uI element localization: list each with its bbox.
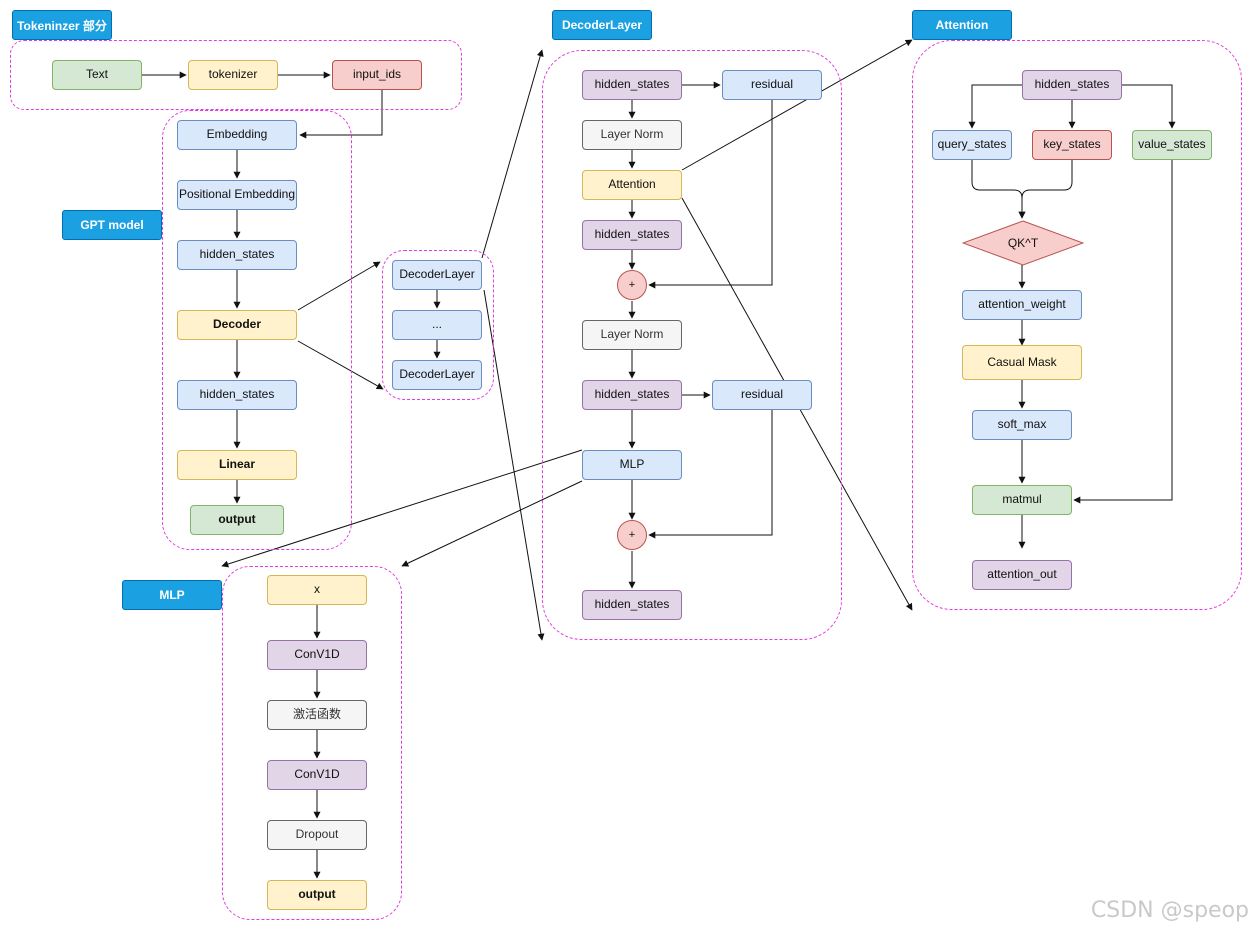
- node-mlp-conv1d-2: ConV1D: [267, 760, 367, 790]
- node-at-attention-weight: attention_weight: [962, 290, 1082, 320]
- node-stack-decoder-layer-n: DecoderLayer: [392, 360, 482, 390]
- edge-dl-residual-plus: [648, 100, 773, 289]
- node-at-hidden-states: hidden_states: [1022, 70, 1122, 100]
- title-gpt-model: GPT model: [62, 210, 162, 240]
- decoder-layer-group: [542, 50, 842, 640]
- node-dl-residual-1: residual: [722, 70, 822, 100]
- node-mlp-conv1d-1: ConV1D: [267, 640, 367, 670]
- edge-stack-to-decoderlayer-top: [481, 49, 544, 259]
- node-mlp-dropout: Dropout: [267, 820, 367, 850]
- node-at-casual-mask: Casual Mask: [962, 345, 1082, 380]
- node-text: Text: [52, 60, 142, 90]
- node-output: output: [190, 505, 284, 535]
- node-hidden-states-2: hidden_states: [177, 380, 297, 410]
- edge-mlp-to-mlpgroup-left: [221, 449, 583, 568]
- decoder-stack-group: [382, 250, 494, 400]
- node-mlp-output: output: [267, 880, 367, 910]
- edge-at-hs-query: [968, 84, 1022, 129]
- node-dl-mlp: MLP: [582, 450, 682, 480]
- node-dl-layer-norm-2: Layer Norm: [582, 320, 682, 350]
- edge-decoder-stack-top: [297, 261, 381, 311]
- title-decoder-layer: DecoderLayer: [552, 10, 652, 40]
- node-dl-hidden-states-in: hidden_states: [582, 70, 682, 100]
- node-dl-residual-2: residual: [712, 380, 812, 410]
- gpt-model-group: [162, 110, 352, 550]
- edge-attn-to-attention-top: [681, 39, 913, 171]
- node-hidden-states-1: hidden_states: [177, 240, 297, 270]
- node-dl-plus-2: +: [617, 520, 647, 550]
- node-at-value-states: value_states: [1132, 130, 1212, 160]
- node-mlp-activation: 激活函数: [267, 700, 367, 730]
- node-dl-hidden-states-mid: hidden_states: [582, 380, 682, 410]
- node-positional-embedding: Positional Embedding: [177, 180, 297, 210]
- node-tokenizer: tokenizer: [188, 60, 278, 90]
- node-input-ids: input_ids: [332, 60, 422, 90]
- node-linear: Linear: [177, 450, 297, 480]
- title-attention: Attention: [912, 10, 1012, 40]
- edge-dl-residual2-plus: [648, 410, 773, 539]
- edge-at-query-qk: [971, 160, 1026, 219]
- node-at-qk-diamond: [962, 220, 1084, 266]
- node-stack-ellipsis: ...: [392, 310, 482, 340]
- node-at-soft-max: soft_max: [972, 410, 1072, 440]
- node-dl-plus-1: +: [617, 270, 647, 300]
- title-mlp: MLP: [122, 580, 222, 610]
- node-decoder: Decoder: [177, 310, 297, 340]
- watermark: CSDN @speop: [1090, 898, 1249, 923]
- edge-at-key-qk: [1018, 160, 1073, 219]
- node-stack-decoder-layer-1: DecoderLayer: [392, 260, 482, 290]
- node-dl-attention: Attention: [582, 170, 682, 200]
- node-at-attention-out: attention_out: [972, 560, 1072, 590]
- node-at-query-states: query_states: [932, 130, 1012, 160]
- node-at-matmul: matmul: [972, 485, 1072, 515]
- edge-mlp-to-mlpgroup-right: [401, 480, 583, 567]
- node-mlp-x: x: [267, 575, 367, 605]
- mlp-group: [222, 566, 402, 920]
- node-at-key-states: key_states: [1032, 130, 1112, 160]
- title-tokenizer: Tokeninzer 部分: [12, 10, 112, 40]
- edge-decoder-stack-bottom: [297, 340, 384, 390]
- node-dl-layer-norm-1: Layer Norm: [582, 120, 682, 150]
- edge-at-hs-value: [1122, 84, 1176, 129]
- attention-group: [912, 40, 1242, 610]
- edge-at-value-matmul: [1073, 160, 1173, 504]
- node-at-qk-label: QK^T: [1007, 236, 1039, 250]
- node-dl-hidden-states-out: hidden_states: [582, 590, 682, 620]
- tokenizer-group: [10, 40, 462, 110]
- node-embedding: Embedding: [177, 120, 297, 150]
- node-dl-hidden-states-attn: hidden_states: [582, 220, 682, 250]
